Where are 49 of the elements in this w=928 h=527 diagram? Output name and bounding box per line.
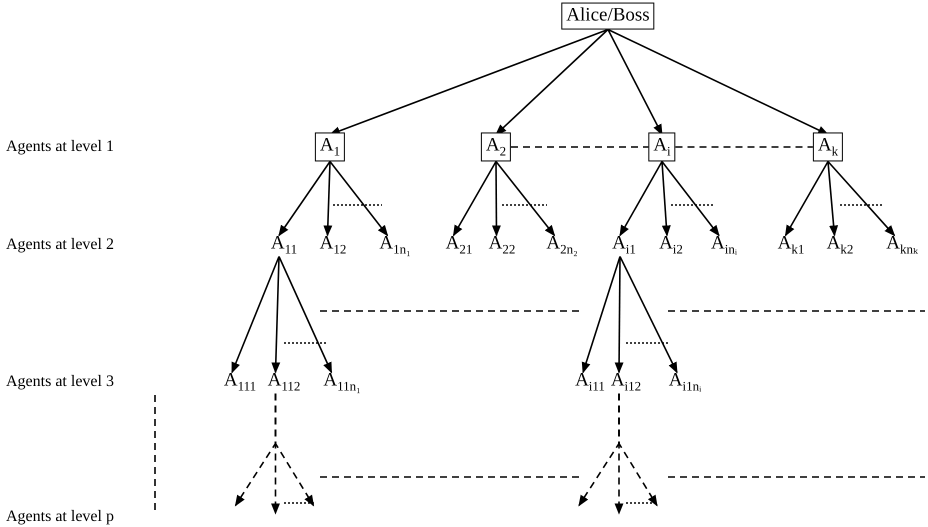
- dashed-arrow: [618, 394, 658, 506]
- arrow: [614, 256, 624, 374]
- agent-label: A$_{22}$: [488, 233, 516, 257]
- agent-box: A$_{2}$: [480, 132, 512, 162]
- agent-box: A$_{i}$: [648, 132, 676, 162]
- agent-label: A$_{12}$: [320, 233, 346, 257]
- agent-label: A$_{112}$: [268, 370, 300, 394]
- agent-label: A$_{21}$: [446, 233, 472, 257]
- level-label: Agents at level 2: [6, 236, 114, 254]
- agent-label: A$_{11}$: [270, 233, 298, 257]
- arrow: [582, 256, 621, 374]
- arrow: [231, 256, 280, 374]
- agent-label: A$_{1n₁}$: [379, 233, 411, 257]
- arrow: [492, 162, 501, 237]
- agent-box: Alice/Boss: [561, 2, 655, 30]
- level-label: Agents at level 3: [6, 373, 114, 391]
- agent-label: A$_{knₖ}$: [886, 233, 918, 257]
- arrow: [278, 161, 331, 236]
- level-label: Agents at level p: [6, 508, 114, 526]
- agent-label: A$_{i12}$: [610, 370, 642, 394]
- agent-label: A$_{i11}$: [575, 370, 605, 394]
- arrow: [619, 256, 678, 374]
- agent-box: A$_{k}$: [812, 132, 844, 162]
- arrow: [271, 256, 280, 374]
- agent-label: A$_{i1}$: [612, 233, 636, 257]
- arrow: [661, 161, 671, 237]
- agent-label: A$_{i1nᵢ}$: [668, 370, 702, 394]
- arrow: [619, 161, 663, 236]
- arrow: [827, 160, 896, 236]
- agent-box: A$_{1}$: [314, 132, 346, 162]
- arrow: [827, 161, 838, 237]
- arrow: [452, 161, 497, 236]
- agent-label: A$_{k1}$: [778, 233, 804, 257]
- agent-label: A$_{inᵢ}$: [711, 233, 737, 257]
- arrow: [661, 161, 720, 236]
- dashed-arrow: [274, 394, 314, 506]
- arrow: [784, 161, 829, 236]
- level-label: Agents at level 1: [6, 138, 114, 156]
- arrow: [495, 161, 556, 236]
- agent-label: A$_{111}$: [224, 370, 256, 394]
- arrow: [278, 256, 332, 374]
- agent-label: A$_{i2}$: [659, 233, 683, 257]
- dashed-connector: [511, 146, 648, 148]
- agent-label: A$_{2n₂}$: [546, 233, 578, 257]
- agent-label: A$_{k2}$: [826, 233, 854, 257]
- arrow: [323, 161, 332, 237]
- arrow: [329, 161, 388, 236]
- dashed-connector: [676, 146, 813, 148]
- agent-label: A$_{11n₁}$: [323, 370, 361, 394]
